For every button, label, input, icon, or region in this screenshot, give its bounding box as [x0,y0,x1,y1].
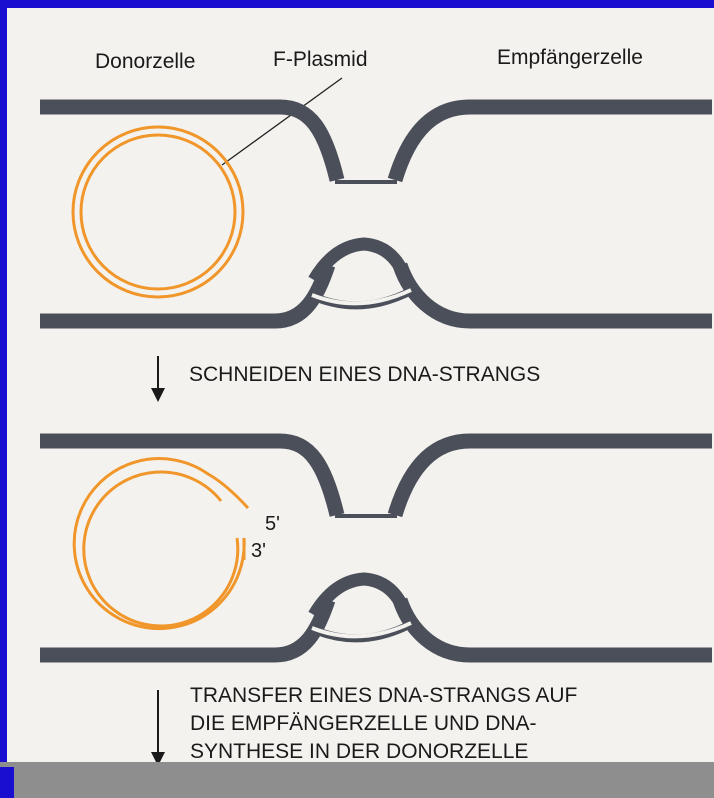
recipient-membrane-bottom-2 [400,600,712,655]
diagram-panel: Donorzelle F-Plasmid Empfängerzelle SCHN… [7,8,714,790]
donor-membrane-bottom-2 [40,600,328,655]
step2-arrow [151,690,165,766]
footer-bar [0,762,714,798]
nicked-plasmid [74,459,248,629]
three-prime-label: 3' [251,540,266,562]
step1-arrow [151,356,165,402]
step2-line2: DIE EMPFÄNGERZELLE UND DNA- [190,712,537,735]
step1-label: SCHNEIDEN EINES DNA-STRANGS [189,363,540,386]
recipient-membrane-top-1 [395,107,712,180]
step2-line1: TRANSFER EINES DNA-STRANGS AUF [190,684,577,707]
f-plasmid-label: F-Plasmid [273,48,368,71]
inner-strand [84,472,238,626]
f-plasmid-circle [73,127,243,297]
recipient-cell-label: Empfängerzelle [497,46,643,69]
donor-cell-label: Donorzelle [95,50,195,73]
recipient-membrane-bottom-1 [400,265,712,321]
outer-strand-5-end [74,459,248,629]
step2-line3: SYNTHESE IN DER DONORZELLE [190,740,528,763]
panel-1-cells [40,107,712,321]
conjugation-diagram: Donorzelle F-Plasmid Empfängerzelle SCHN… [7,8,714,790]
footer-accent [0,767,14,798]
recipient-membrane-top-2 [395,441,712,515]
five-prime-label: 5' [265,513,280,535]
